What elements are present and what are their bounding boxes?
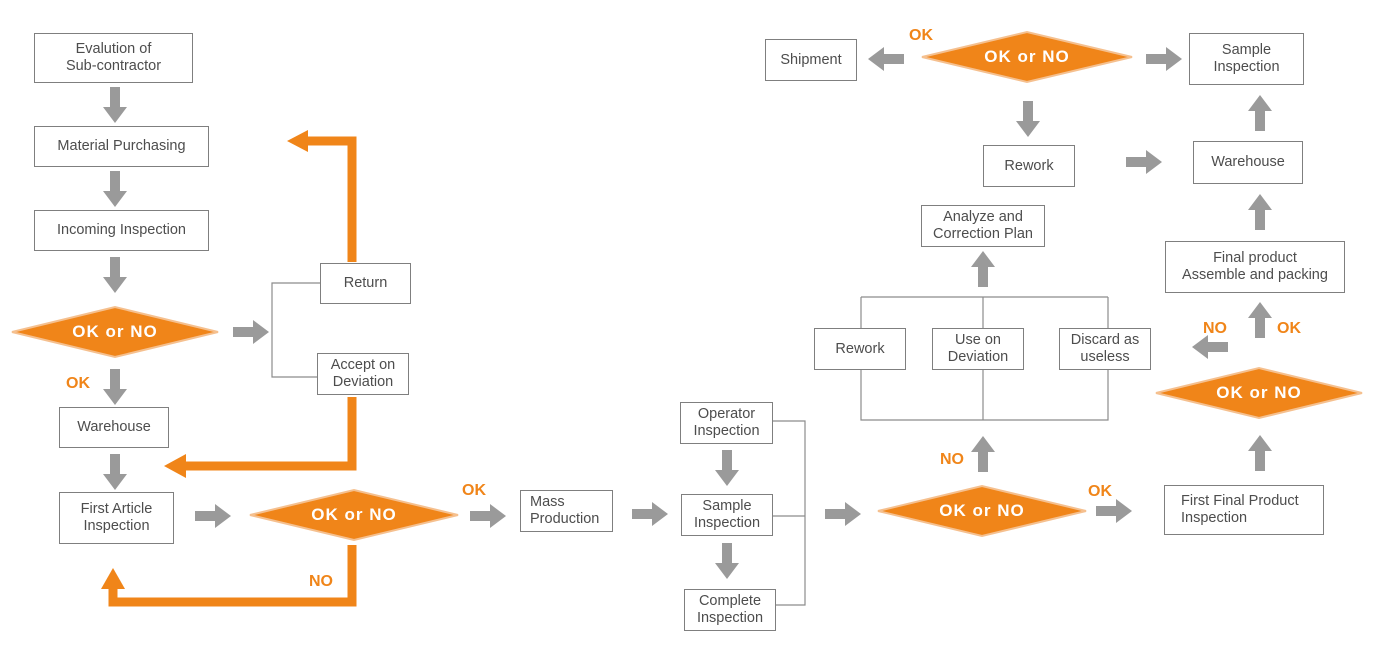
loop-no-path <box>108 545 357 607</box>
box-shipment: Shipment <box>765 39 857 81</box>
decision-incoming-shape <box>11 305 219 359</box>
box-final-product-assemble: Final product Assemble and packing <box>1165 241 1345 293</box>
decision-top-shape <box>921 30 1133 84</box>
loop-return-path <box>305 136 357 262</box>
box-accept-on-deviation: Accept on Deviation <box>317 353 409 395</box>
bracket-return-accept <box>271 282 320 378</box>
loop-no-arrowhead <box>101 568 125 589</box>
loop-accept-path <box>180 397 357 471</box>
box-evalution-of-subcontractor: Evalution of Sub-contractor <box>34 33 193 83</box>
tag-ok-first-article: OK <box>462 482 486 499</box>
box-sample-inspection-top: Sample Inspection <box>1189 33 1304 85</box>
box-discard-as-useless: Discard as useless <box>1059 328 1151 370</box>
box-return: Return <box>320 263 411 304</box>
box-warehouse-right: Warehouse <box>1193 141 1303 184</box>
decision-right-label: OK or NO <box>1216 383 1302 402</box>
loop-return-arrowhead <box>287 130 308 152</box>
box-use-on-deviation: Use on Deviation <box>932 328 1024 370</box>
decision-mid-shape <box>877 484 1087 538</box>
decision-first-article-label: OK or NO <box>311 505 397 524</box>
box-warehouse-left: Warehouse <box>59 407 169 448</box>
decision-right-shape <box>1155 366 1363 420</box>
tag-ok-top: OK <box>909 27 933 44</box>
tag-ok-mid: OK <box>1088 483 1112 500</box>
box-first-article-inspection: First Article Inspection <box>59 492 174 544</box>
box-complete-inspection: Complete Inspection <box>684 589 776 631</box>
box-incoming-inspection: Incoming Inspection <box>34 210 209 251</box>
box-rework-nonconforming: Rework <box>814 328 906 370</box>
box-mass-production: Mass Production <box>520 490 613 532</box>
box-analyze-correction-plan: Analyze and Correction Plan <box>921 205 1045 247</box>
tag-ok-right: OK <box>1277 320 1301 337</box>
box-rework-top: Rework <box>983 145 1075 187</box>
box-sample-inspection-mid: Sample Inspection <box>681 494 773 536</box>
tag-ok-incoming: OK <box>66 375 90 392</box>
decision-first-article-shape <box>249 488 459 542</box>
bracket-nonconforming-top <box>861 296 1108 328</box>
tag-no-mid: NO <box>940 451 964 468</box>
decision-top-label: OK or NO <box>984 47 1070 66</box>
box-operator-inspection: Operator Inspection <box>680 402 773 444</box>
bracket-inspections <box>773 420 806 606</box>
box-material-purchasing: Material Purchasing <box>34 126 209 167</box>
tag-no-first-article: NO <box>309 573 333 590</box>
box-first-final-product-inspection: First Final Product Inspection <box>1164 485 1324 535</box>
decision-incoming-label: OK or NO <box>72 322 158 341</box>
decision-mid-label: OK or NO <box>939 501 1025 520</box>
loop-accept-arrowhead <box>164 454 186 478</box>
tag-no-right: NO <box>1203 320 1227 337</box>
